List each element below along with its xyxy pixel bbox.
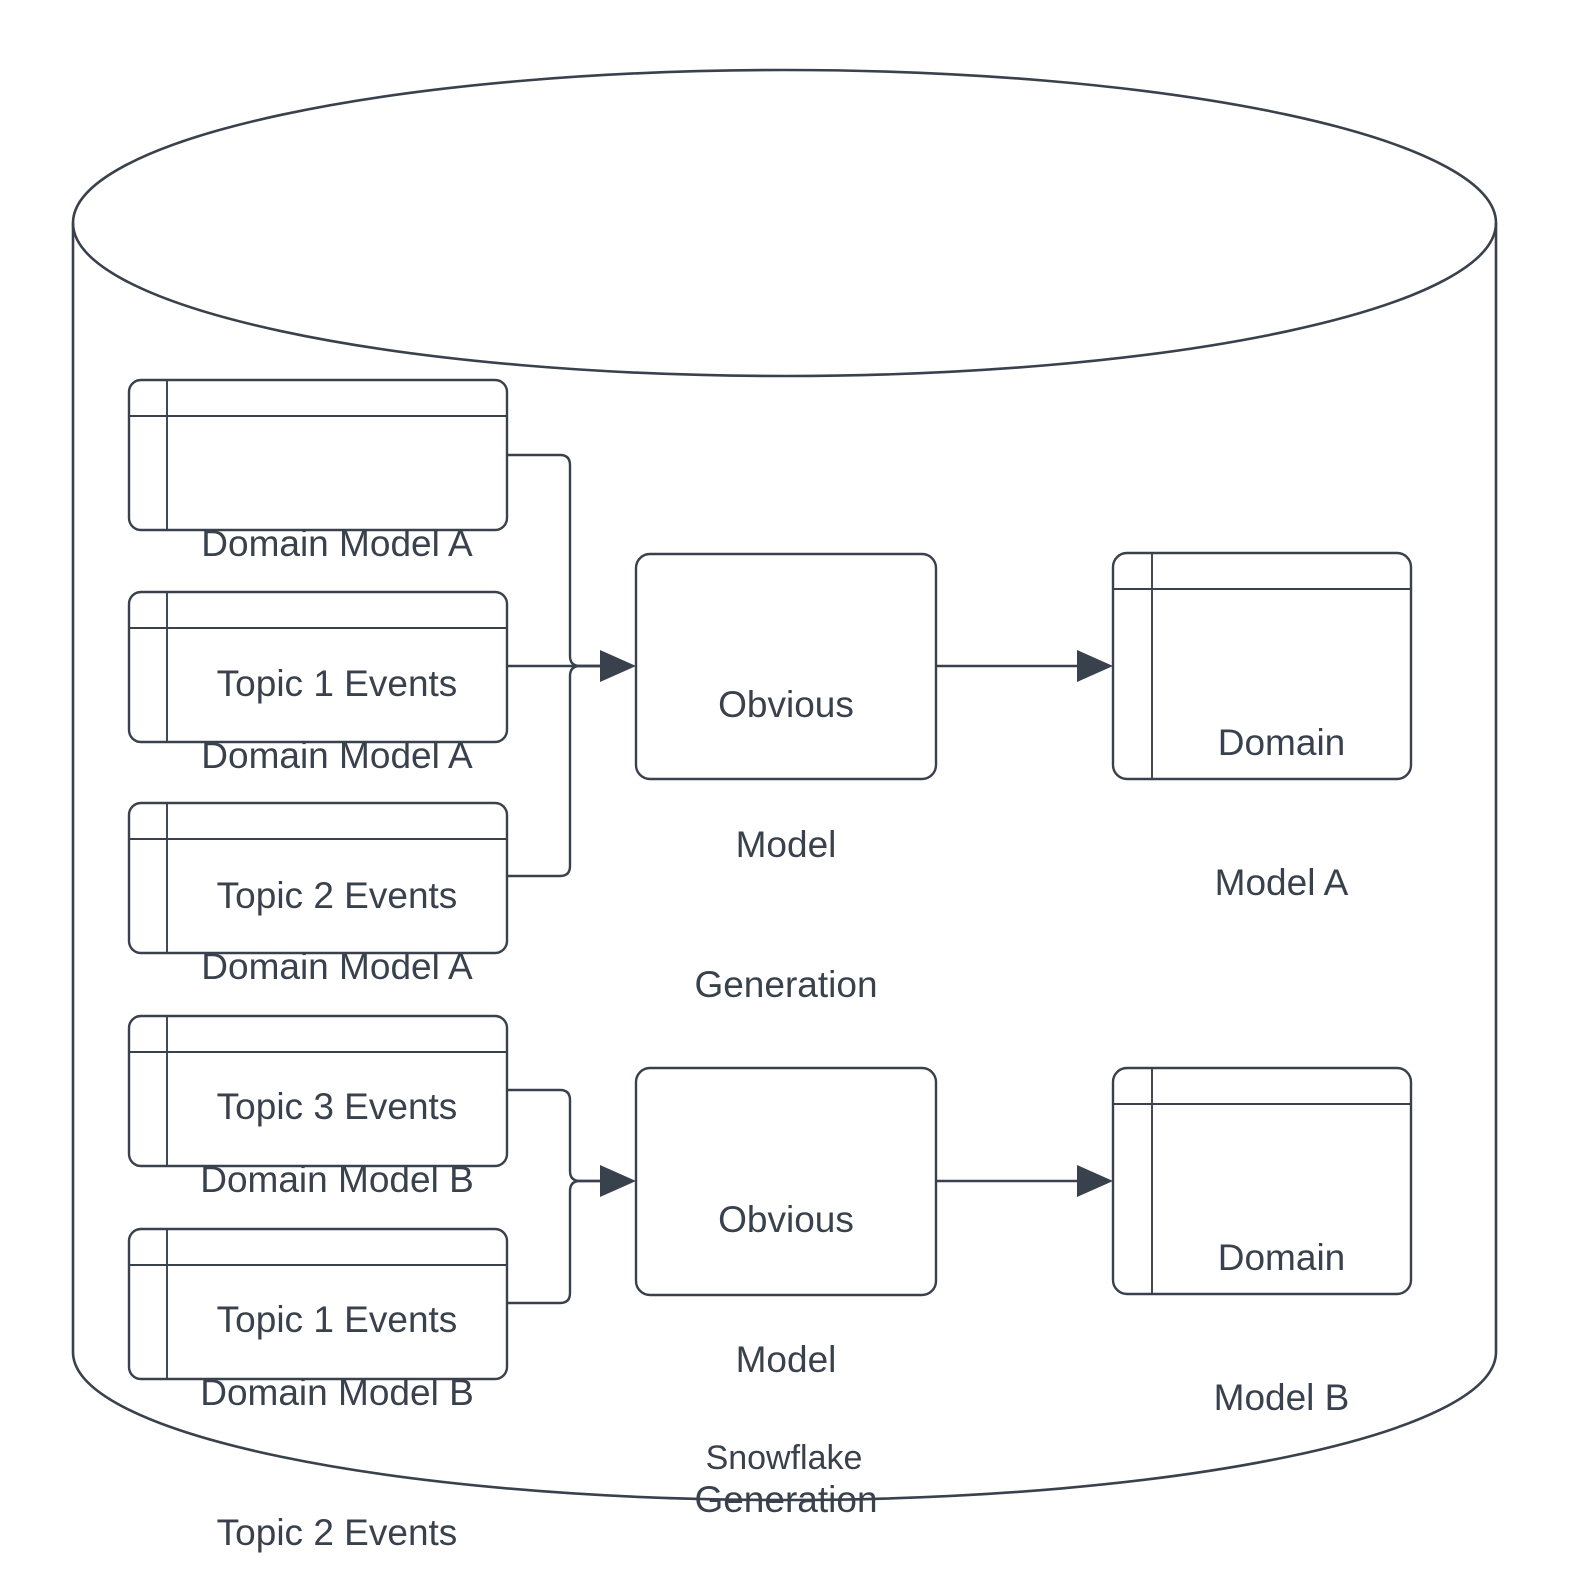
table-src-a1[interactable] [127, 378, 509, 532]
table-outline [1111, 551, 1413, 781]
cylinder-top-ellipse [71, 68, 1498, 378]
arrowhead-into-output-b [1077, 1165, 1113, 1197]
table-outline [127, 1227, 509, 1381]
connector-b2-to-process [507, 1179, 600, 1305]
process-box-a[interactable] [634, 552, 938, 781]
table-outline [127, 1014, 509, 1168]
connectors-group-a [507, 453, 1113, 878]
table-out-b[interactable] [1111, 1066, 1413, 1296]
arrowhead-into-process-a [600, 650, 636, 682]
table-src-a3[interactable] [127, 801, 509, 955]
arrowhead-into-process-b [600, 1165, 636, 1197]
table-src-b1[interactable] [127, 1014, 509, 1168]
table-out-a[interactable] [1111, 551, 1413, 781]
process-box-b[interactable] [634, 1066, 938, 1297]
table-outline [127, 801, 509, 955]
table-src-a2[interactable] [127, 590, 509, 744]
table-outline [1111, 1066, 1413, 1296]
table-outline [127, 590, 509, 744]
arrowhead-into-output-a [1077, 650, 1113, 682]
table-outline [127, 378, 509, 532]
process-outline [634, 1066, 938, 1297]
connectors-group-b [507, 1088, 1113, 1305]
cylinder-bottom-arc [71, 1351, 1498, 1502]
connector-a1-to-process [507, 453, 600, 668]
connector-a3-to-process [507, 664, 600, 878]
process-outline [634, 552, 938, 781]
snowflake-cylinder [71, 68, 1498, 1502]
connector-b1-to-process [507, 1088, 600, 1183]
table-src-b2[interactable] [127, 1227, 509, 1381]
